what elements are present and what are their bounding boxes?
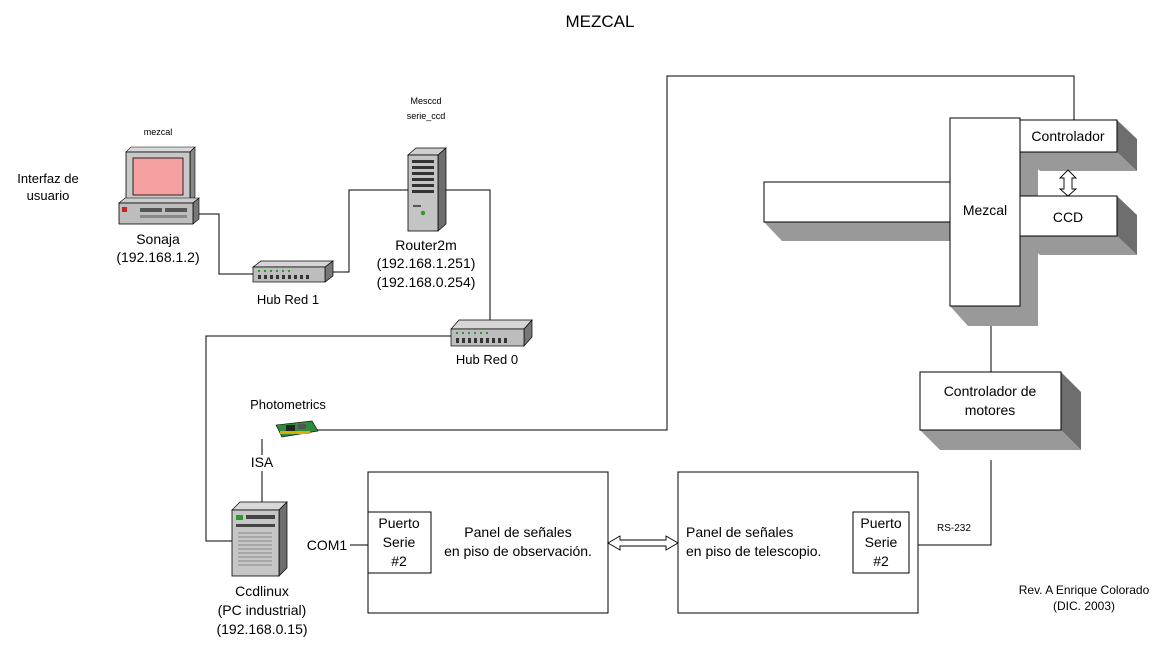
monitor-screen [132, 157, 184, 196]
link-hub1-router [332, 189, 408, 273]
panel-tel-line1: Panel de señales [686, 524, 793, 540]
controlador-motores: Controlador de motores [919, 371, 1081, 450]
ccd-box [1019, 195, 1118, 237]
hub-red-0-label: Hub Red 0 [456, 352, 518, 367]
revision-line1: Rev. A Enrique Colorado [1019, 583, 1150, 597]
mezcal-instrument: Mezcal Controlador CCD [763, 117, 1137, 326]
panel-tel-line2: en piso de telescopio. [686, 543, 821, 559]
mezcal-label: Mezcal [963, 202, 1007, 218]
link-hub0-ccdlinux [205, 335, 455, 542]
controlador-ccd-double-arrow-icon [1058, 169, 1078, 197]
hub-red-1-label: Hub Red 1 [257, 292, 319, 307]
controlador-box [1019, 119, 1118, 153]
motores-line2: motores [965, 402, 1016, 418]
ccdlinux-ip: (192.168.0.15) [216, 621, 307, 637]
puerto-tel-line2: Serie [865, 534, 898, 550]
router-ip-2: (192.168.0.254) [377, 274, 476, 290]
link-card-controlador [314, 75, 1075, 431]
rs232-label: RS-232 [937, 523, 971, 534]
diagram-title: MEZCAL [566, 12, 635, 31]
ccdlinux-desc: (PC industrial) [218, 602, 307, 618]
network-links [197, 75, 1075, 546]
com1-label: COM1 [307, 537, 348, 553]
revision-line2: (DIC. 2003) [1053, 599, 1115, 613]
puerto-obs-line1: Puerto [378, 515, 419, 531]
motores-line1: Controlador de [944, 383, 1037, 399]
photometrics-card-icon [275, 420, 319, 438]
sonaja-name: Sonaja [136, 231, 180, 247]
sonaja-ip: (192.168.1.2) [116, 249, 199, 265]
puerto-tel-line1: Puerto [860, 515, 901, 531]
panel-obs-line1: Panel de señales [464, 524, 571, 540]
hub-red-0-icon [450, 319, 533, 347]
interfaz-label-1: Interfaz de [17, 171, 78, 186]
isa-label: ISA [251, 454, 274, 470]
puerto-tel-line3: #2 [873, 553, 889, 569]
photometrics-label: Photometrics [250, 397, 326, 412]
controlador-label: Controlador [1031, 128, 1104, 144]
puerto-serie-tel [852, 511, 910, 574]
puerto-obs-line3: #2 [391, 553, 407, 569]
router-server-icon [407, 147, 447, 232]
ccdlinux-pc-icon [231, 501, 288, 577]
sonaja-hostname: mezcal [144, 127, 173, 137]
link-motores-rs232 [909, 460, 992, 546]
link-router-hub0 [445, 189, 491, 322]
ccdlinux-name: Ccdlinux [235, 583, 289, 599]
router-label-1: Mesccd [410, 96, 441, 106]
panels-link-double-arrow-icon [607, 535, 679, 551]
panel-obs-line2: en piso de observación. [444, 543, 592, 559]
router-label-2: serie_ccd [407, 111, 446, 121]
interfaz-label-2: usuario [27, 188, 70, 203]
hub-red-1-icon [251, 260, 335, 283]
puerto-obs-line2: Serie [383, 534, 416, 550]
router-ip-1: (192.168.1.251) [377, 255, 476, 271]
ccd-label: CCD [1053, 209, 1083, 225]
router-name: Router2m [395, 237, 456, 253]
puerto-serie-obs [367, 511, 432, 574]
sonaja-computer-icon: mezcal [118, 127, 200, 225]
link-sonaja-hub1 [197, 213, 253, 275]
